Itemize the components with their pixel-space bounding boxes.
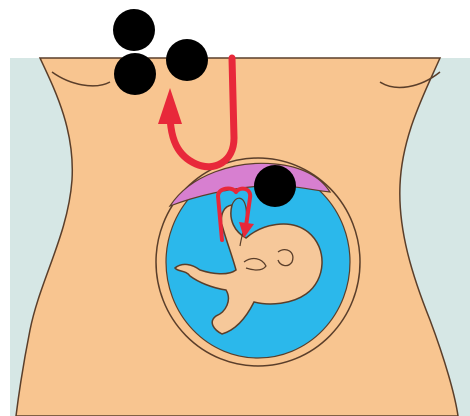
marker-2 xyxy=(166,39,208,81)
marker-4 xyxy=(254,165,296,207)
marker-3 xyxy=(114,53,156,95)
marker-1 xyxy=(113,9,155,51)
